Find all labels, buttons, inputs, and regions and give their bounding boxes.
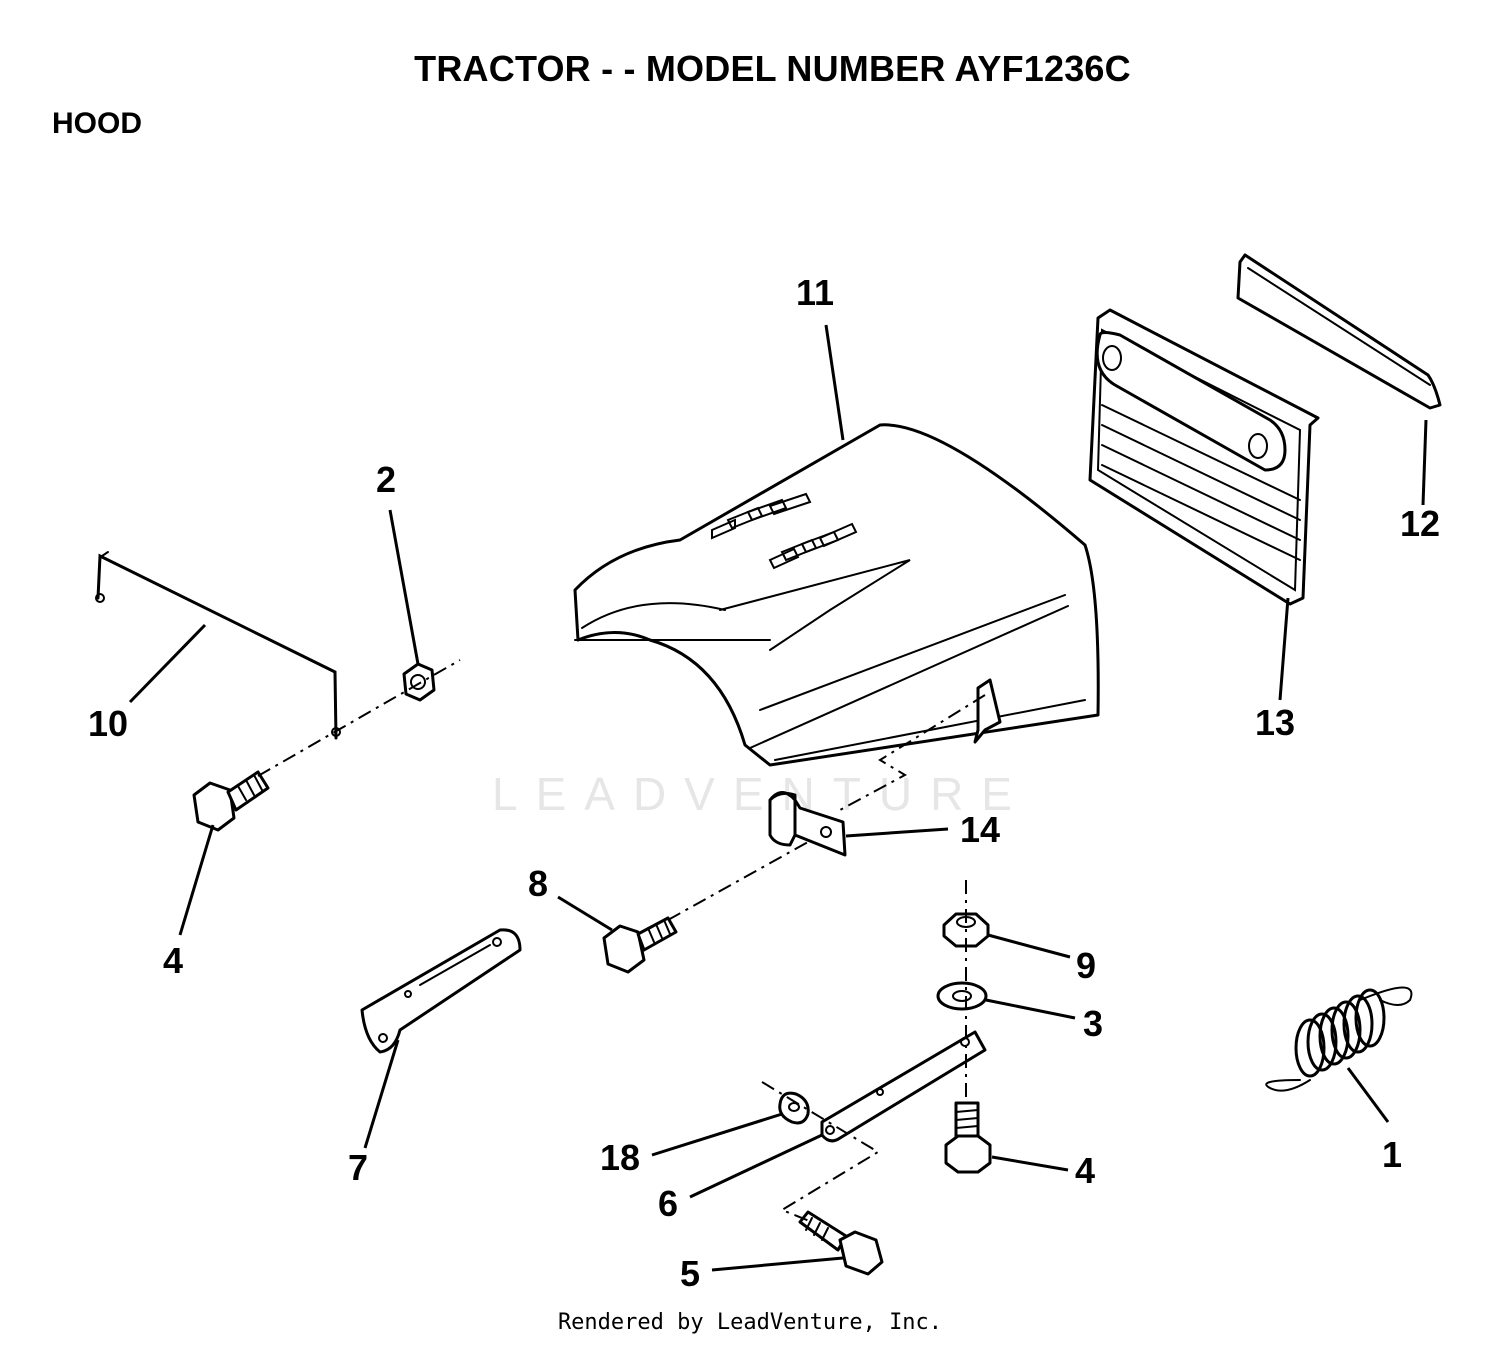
part-11-hood[interactable] <box>573 423 1100 767</box>
section-title: HOOD <box>52 107 142 140</box>
part-7-bracket[interactable] <box>360 928 522 1054</box>
assembly-lines <box>257 659 986 1223</box>
callout-9: 9 <box>1076 945 1096 986</box>
page-title: TRACTOR - - MODEL NUMBER AYF1236C <box>414 48 1131 89</box>
part-12-lens[interactable] <box>1236 253 1442 410</box>
part-5-bolt[interactable] <box>798 1210 884 1276</box>
callout-11: 11 <box>796 272 834 313</box>
part-13-grille[interactable] <box>1088 308 1320 606</box>
callout-8: 8 <box>528 863 548 904</box>
callout-4-upper: 4 <box>163 940 183 981</box>
part-4-bolt-lower[interactable] <box>944 1101 992 1174</box>
callout-5: 5 <box>680 1253 700 1294</box>
callout-10: 10 <box>88 703 128 744</box>
callout-4-lower: 4 <box>1075 1150 1095 1191</box>
part-4-bolt-upper[interactable] <box>192 770 270 832</box>
part-1-spring[interactable] <box>1265 986 1413 1092</box>
callout-6: 6 <box>658 1183 678 1224</box>
callout-2: 2 <box>376 459 396 500</box>
part-18-washer[interactable] <box>778 1091 810 1125</box>
leader-lines <box>128 324 1428 1272</box>
part-3-washer[interactable] <box>936 981 988 1011</box>
callout-18: 18 <box>600 1137 640 1178</box>
callout-13: 13 <box>1255 702 1295 743</box>
callout-1: 1 <box>1382 1134 1402 1175</box>
callouts: 11 2 10 4 12 13 14 8 9 3 7 1 4 18 6 5 <box>88 272 1440 1294</box>
part-2-nut[interactable] <box>402 662 436 702</box>
part-10-rod[interactable] <box>95 551 341 740</box>
part-8-bolt[interactable] <box>602 916 678 974</box>
callout-12: 12 <box>1400 503 1440 544</box>
part-6-link[interactable] <box>820 1030 987 1143</box>
callout-14: 14 <box>960 809 1000 850</box>
callout-7: 7 <box>348 1147 368 1188</box>
watermark-text: LEADVENTURE <box>492 768 1030 820</box>
callout-3: 3 <box>1083 1003 1103 1044</box>
part-14-clip[interactable] <box>768 791 847 857</box>
footer-credit: Rendered by LeadVenture, Inc. <box>557 1310 943 1335</box>
